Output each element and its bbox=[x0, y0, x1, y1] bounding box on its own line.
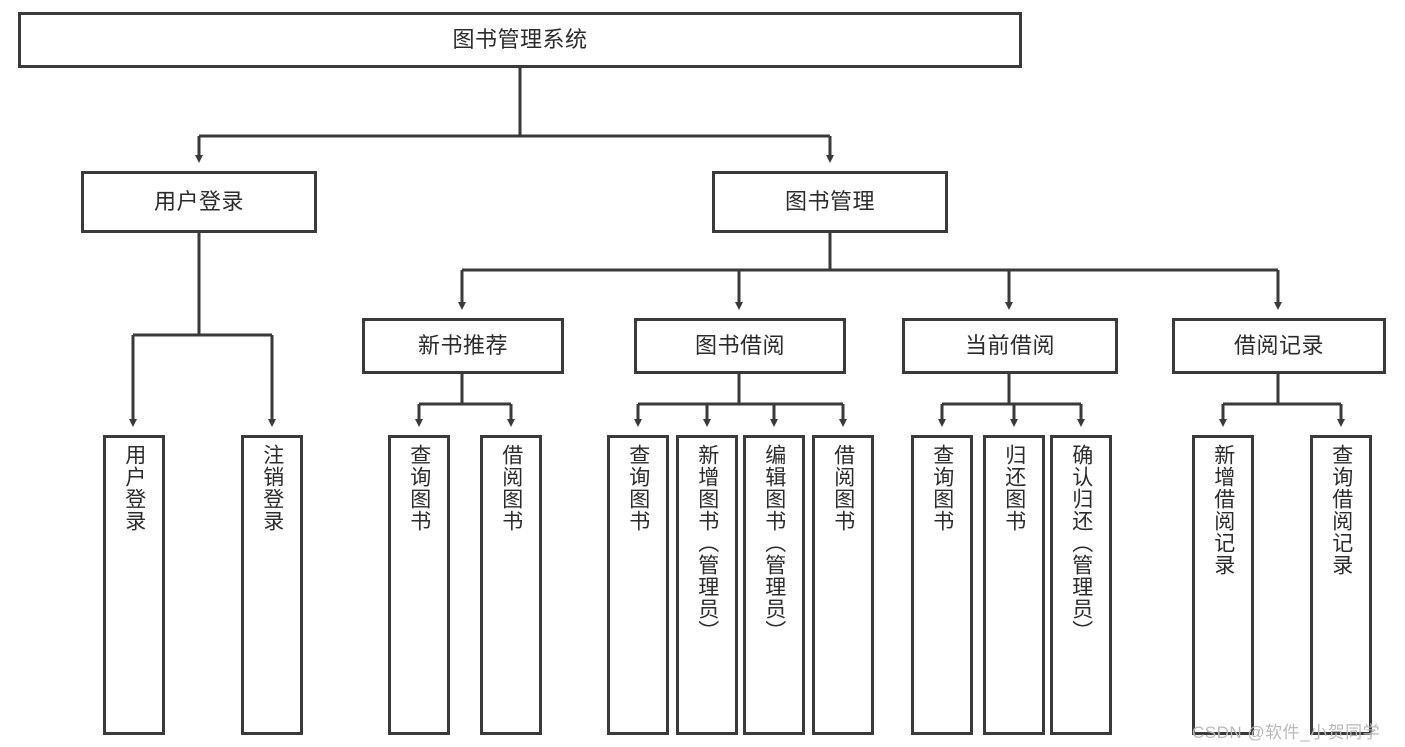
node-book-borrow[interactable]: 图书借阅 bbox=[634, 318, 846, 374]
node-leaf-query-book-2[interactable]: 查询图书 bbox=[607, 435, 669, 735]
node-leaf-add-book[interactable]: 新增图书（管理员） bbox=[676, 435, 738, 735]
node-leaf-user-login-label: 用户登录 bbox=[122, 444, 146, 532]
node-book-manage-label: 图书管理 bbox=[784, 189, 875, 215]
node-leaf-add-record[interactable]: 新增借阅记录 bbox=[1192, 435, 1254, 735]
node-root-label: 图书管理系统 bbox=[452, 27, 588, 53]
node-leaf-query-book-3-label: 查询图书 bbox=[930, 444, 954, 532]
node-leaf-add-record-label: 新增借阅记录 bbox=[1211, 444, 1235, 576]
node-leaf-logout-label: 注销登录 bbox=[260, 444, 284, 532]
node-new-book-rec[interactable]: 新书推荐 bbox=[362, 318, 564, 374]
node-new-book-rec-label: 新书推荐 bbox=[417, 333, 508, 359]
node-leaf-return-book[interactable]: 归还图书 bbox=[983, 435, 1045, 735]
node-leaf-borrow-book-2[interactable]: 借阅图书 bbox=[812, 435, 874, 735]
node-current-borrow[interactable]: 当前借阅 bbox=[902, 318, 1118, 374]
node-book-borrow-label: 图书借阅 bbox=[694, 333, 785, 359]
node-book-manage[interactable]: 图书管理 bbox=[712, 171, 948, 233]
node-leaf-add-book-label: 新增图书（管理员） bbox=[695, 444, 719, 642]
node-leaf-query-book-1[interactable]: 查询图书 bbox=[388, 435, 450, 735]
node-borrow-record-label: 借阅记录 bbox=[1233, 333, 1324, 359]
node-user-login[interactable]: 用户登录 bbox=[81, 171, 317, 233]
node-leaf-query-record-label: 查询借阅记录 bbox=[1329, 444, 1353, 576]
node-user-login-label: 用户登录 bbox=[153, 189, 244, 215]
node-leaf-borrow-book-1-label: 借阅图书 bbox=[499, 444, 523, 532]
node-leaf-query-book-3[interactable]: 查询图书 bbox=[911, 435, 973, 735]
node-current-borrow-label: 当前借阅 bbox=[964, 333, 1055, 359]
node-leaf-logout[interactable]: 注销登录 bbox=[241, 435, 303, 735]
node-leaf-confirm-return[interactable]: 确认归还（管理员） bbox=[1050, 435, 1112, 735]
csdn-watermark: CSDN @软件_小贺同学 bbox=[1192, 723, 1381, 742]
node-borrow-record[interactable]: 借阅记录 bbox=[1172, 318, 1386, 374]
node-leaf-edit-book[interactable]: 编辑图书（管理员） bbox=[743, 435, 805, 735]
node-leaf-confirm-return-label: 确认归还（管理员） bbox=[1069, 444, 1093, 642]
node-leaf-borrow-book-2-label: 借阅图书 bbox=[831, 444, 855, 532]
node-leaf-edit-book-label: 编辑图书（管理员） bbox=[762, 444, 786, 642]
node-leaf-query-record[interactable]: 查询借阅记录 bbox=[1310, 435, 1372, 735]
node-leaf-query-book-1-label: 查询图书 bbox=[407, 444, 431, 532]
node-root[interactable]: 图书管理系统 bbox=[18, 12, 1022, 68]
node-leaf-return-book-label: 归还图书 bbox=[1002, 444, 1026, 532]
node-leaf-query-book-2-label: 查询图书 bbox=[626, 444, 650, 532]
node-leaf-user-login[interactable]: 用户登录 bbox=[103, 435, 165, 735]
node-leaf-borrow-book-1[interactable]: 借阅图书 bbox=[480, 435, 542, 735]
